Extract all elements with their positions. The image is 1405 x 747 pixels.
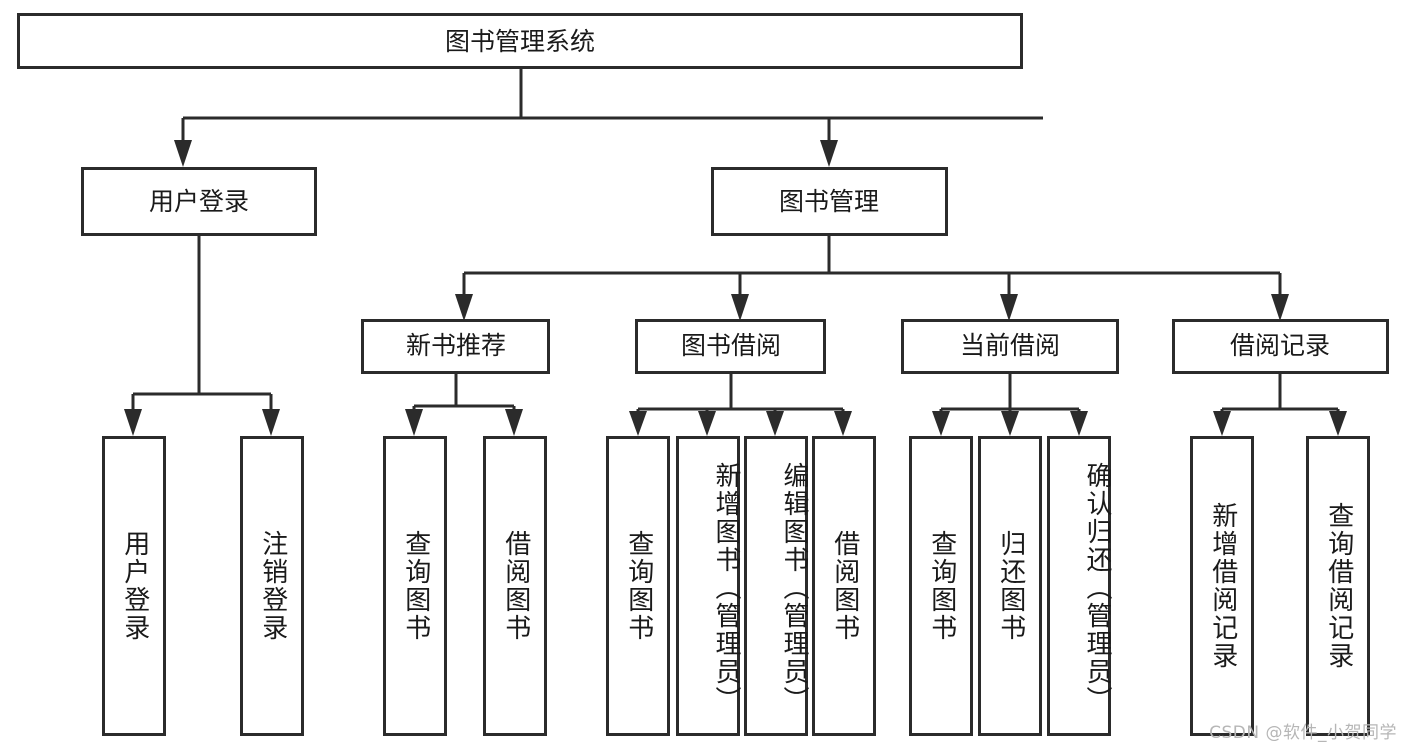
leaf-box-confirm-return[interactable] [1047,436,1111,736]
arrow-head-icon [932,411,950,436]
connector-user-login-to-leaves [124,234,280,436]
leaf-box-query-book-3[interactable] [909,436,973,736]
book-management-label: 图书管理 [779,187,879,216]
connector-root-to-level2 [174,67,1043,167]
leaf-box-query-book-2[interactable] [606,436,670,736]
root-box [17,13,1023,69]
leaf-box-return-book[interactable] [978,436,1042,736]
arrow-head-icon [124,409,142,436]
node-new-book-recommend[interactable]: 新书推荐 [361,319,550,374]
arrow-head-icon [405,409,423,436]
node-root[interactable]: 图书管理系统 [17,13,1023,69]
arrow-head-icon [766,411,784,436]
leaf-box-logout[interactable] [240,436,304,736]
arrow-head-icon [629,411,647,436]
connector-book-management-to-level3 [455,234,1289,321]
current-borrow-label: 当前借阅 [960,331,1060,360]
connector-new-book-recommend-to-leaves [405,372,523,436]
book-borrow-label: 图书借阅 [681,331,781,360]
arrow-head-icon [455,294,473,321]
arrow-head-icon [731,294,749,321]
node-current-borrow[interactable]: 当前借阅 [901,319,1119,374]
arrow-head-icon [820,140,838,167]
leaf-box-user-login[interactable] [102,436,166,736]
leaf-box-add-borrow-record[interactable] [1190,436,1254,736]
new-book-recommend-box [361,319,550,374]
arrow-head-icon [1000,294,1018,321]
node-user-login[interactable]: 用户登录 [81,167,317,236]
user-login-box [81,167,317,236]
watermark: CSDN @软件_小贺同学 [1209,723,1397,743]
arrow-head-icon [1070,411,1088,436]
arrow-head-icon [698,411,716,436]
leaf-box-edit-book[interactable] [744,436,808,736]
leaf-box-borrow-book-2[interactable] [812,436,876,736]
arrow-head-icon [1213,411,1231,436]
leaf-box-query-borrow-record[interactable] [1306,436,1370,736]
arrow-head-icon [834,411,852,436]
connector-current-borrow-to-leaves [932,372,1088,436]
node-book-management[interactable]: 图书管理 [711,167,948,236]
node-borrow-record[interactable]: 借阅记录 [1172,319,1389,374]
leaf-box-borrow-book-1[interactable] [483,436,547,736]
arrow-head-icon [1329,411,1347,436]
arrow-head-icon [1271,294,1289,321]
root-label: 图书管理系统 [445,27,595,56]
leaf-box-add-book[interactable] [676,436,740,736]
connector-book-borrow-to-leaves [629,372,852,436]
current-borrow-box [901,319,1119,374]
connector-borrow-record-to-leaves [1213,372,1347,436]
arrow-head-icon [174,140,192,167]
borrow-record-label: 借阅记录 [1230,331,1330,360]
user-login-label: 用户登录 [149,187,249,216]
arrow-head-icon [505,409,523,436]
node-book-borrow[interactable]: 图书借阅 [635,319,826,374]
arrow-head-icon [1001,411,1019,436]
leaf-box-query-book-1[interactable] [383,436,447,736]
arrow-head-icon [262,409,280,436]
new-book-recommend-label: 新书推荐 [406,331,506,360]
